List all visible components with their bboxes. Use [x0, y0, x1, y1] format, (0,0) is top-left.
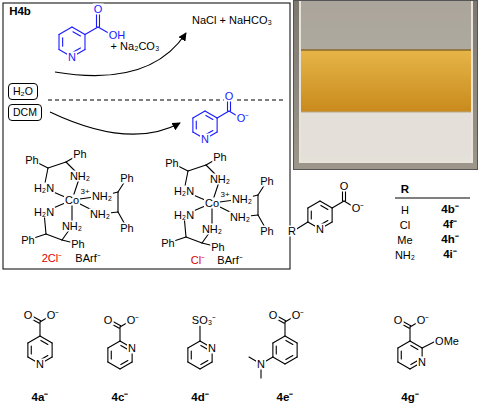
atom-label: BArf⁻ [74, 253, 101, 264]
compound-label: 4a⁻ [31, 392, 50, 404]
atom-label: Ph [72, 149, 87, 160]
atom-label: Co [204, 198, 220, 209]
atom-label: O⁻ [126, 315, 141, 326]
phase-boundary [48, 100, 286, 101]
atom-label: NH₂ [209, 174, 231, 185]
charge-label: 3+ [219, 191, 230, 199]
atom-label: Ph [210, 242, 225, 253]
atom-label: N [256, 359, 266, 370]
atom-label: Ph [20, 235, 35, 246]
compound-label: 4b⁻ [440, 204, 459, 216]
atom-label: O [393, 315, 404, 326]
atom-label: NH₂ [394, 250, 416, 261]
atom-label: O⁻ [351, 203, 366, 214]
atom-label: NH₂ [89, 209, 111, 220]
solvent-label: DCM [13, 106, 37, 119]
atom-label: Me [396, 235, 413, 246]
atom-label: O [93, 4, 104, 15]
atom-label: N [67, 52, 77, 63]
atom-label: Ph [212, 152, 227, 163]
solvent-box: DCM [8, 104, 42, 121]
atom-label: N [207, 343, 217, 354]
compound-label: H4b [8, 6, 32, 18]
scheme-frame [3, 3, 290, 269]
atom-label: H₂N [173, 210, 195, 221]
atom-label: Ph [259, 226, 274, 237]
compound-label: 4e⁻ [276, 392, 295, 404]
charge-label: 3+ [79, 188, 90, 196]
atom-label: O [224, 91, 235, 102]
atom-label: H₂N [33, 207, 55, 218]
atom-label: SO₃⁻ [191, 315, 217, 326]
atom-label: Ph [160, 238, 175, 249]
atom-label: O⁻ [416, 315, 431, 326]
atom-label: Co [64, 195, 80, 206]
atom-label: N [127, 343, 137, 354]
atom-label: N [417, 357, 427, 368]
atom-label: Ph [70, 239, 85, 250]
compound-label: 4i⁻ [442, 249, 458, 261]
atom-label: NH₂ [91, 191, 113, 202]
counter-ion: Cl⁻ [190, 255, 206, 266]
atom-label: OMe [434, 336, 460, 347]
atom-label: R [287, 226, 297, 237]
atom-label: H₂N [173, 186, 195, 197]
compound-label: R [400, 184, 410, 196]
atom-label: Ph [119, 173, 134, 184]
solvent-box: H₂O [8, 83, 38, 100]
atom-label: BArf⁻ [216, 255, 243, 266]
compound-label: 4h⁻ [440, 234, 459, 246]
atom-label: Ph [164, 158, 179, 169]
atom-label: OH [108, 30, 127, 41]
atom-label: O⁻ [46, 310, 61, 321]
atom-label: NaCl + NaHCO₃ [191, 15, 273, 26]
atom-label: NH₂ [229, 212, 251, 223]
atom-label: Ph [24, 155, 39, 166]
atom-label: Cl [399, 220, 411, 231]
atom-label: NH₂ [231, 194, 253, 205]
atom-label: H₂N [33, 183, 55, 194]
atom-label: N [200, 134, 210, 145]
compound-label: 4c⁻ [111, 392, 130, 404]
compound-label: 4d⁻ [190, 392, 209, 404]
atom-label: + Na₂CO₃ [110, 41, 161, 52]
atom-label: NH₂ [61, 221, 83, 232]
atom-label: O⁻ [291, 310, 306, 321]
compound-label: 4g⁻ [400, 392, 419, 404]
vial-photo [293, 0, 478, 170]
atom-label: O⁻ [236, 113, 251, 124]
bond-lines [28, 10, 436, 378]
compound-label: 4f⁻ [442, 219, 458, 231]
atom-label: NH₂ [201, 224, 223, 235]
atom-label: N [35, 359, 45, 370]
atom-label: O [103, 315, 114, 326]
atom-label: Ph [119, 223, 134, 234]
atom-label: O [23, 310, 34, 321]
atom-label: O [268, 310, 279, 321]
atom-label: NH₂ [69, 171, 91, 182]
solvent-label: H₂O [13, 85, 33, 98]
atom-label: O [339, 181, 350, 192]
atom-label: Ph [259, 176, 274, 187]
table-rule [395, 198, 470, 199]
reaction-arrow [50, 112, 180, 134]
atom-label: H [400, 205, 410, 216]
atom-label: N [315, 224, 325, 235]
counter-ion: 2Cl⁻ [41, 253, 64, 264]
